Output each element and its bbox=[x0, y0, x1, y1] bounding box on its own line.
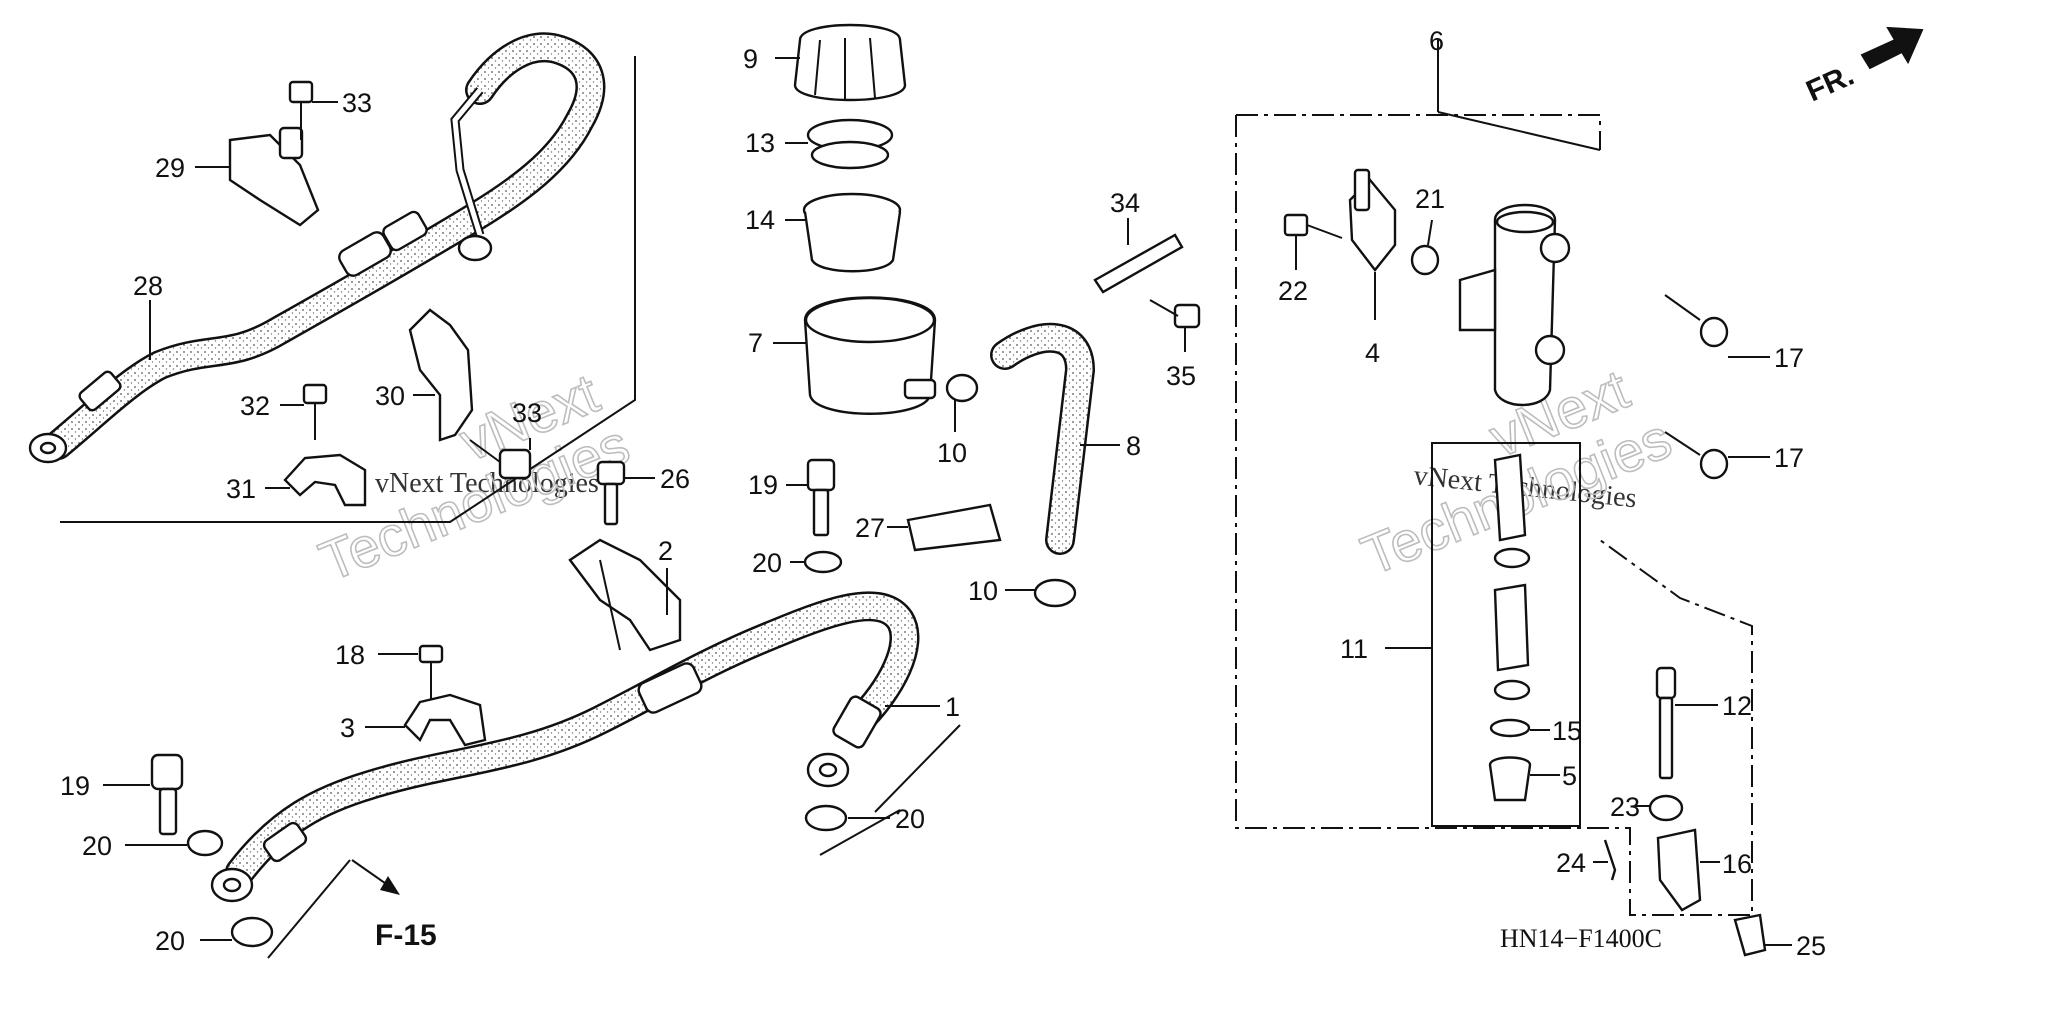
callouts: 9 13 14 7 19 20 27 10 10 8 34 35 6 bbox=[60, 26, 1826, 961]
callout-10: 10 bbox=[968, 576, 998, 606]
reservoir-hose bbox=[906, 322, 1096, 608]
front-direction-arrow: FR. bbox=[1801, 26, 1924, 109]
callout-7: 7 bbox=[748, 328, 763, 358]
callout-20: 20 bbox=[155, 926, 185, 956]
callout-23: 23 bbox=[1610, 792, 1640, 822]
callout-33: 33 bbox=[512, 398, 542, 428]
hose-clamp-3 bbox=[403, 644, 487, 747]
diagram-code: HN14−F1400C bbox=[1500, 924, 1662, 953]
callout-32: 32 bbox=[240, 391, 270, 421]
callout-35: 35 bbox=[1166, 361, 1196, 391]
callout-33: 33 bbox=[342, 88, 372, 118]
reference-arrow: F-15 bbox=[351, 859, 437, 952]
callout-31: 31 bbox=[226, 474, 256, 504]
bolt-17-upper bbox=[1664, 294, 1729, 348]
callout-5: 5 bbox=[1562, 761, 1577, 791]
reference-label: F-15 bbox=[375, 919, 437, 952]
callout-13: 13 bbox=[745, 128, 775, 158]
callout-20: 20 bbox=[82, 831, 112, 861]
plate-34 bbox=[1093, 233, 1201, 329]
reservoir-assembly bbox=[793, 23, 937, 415]
callout-4: 4 bbox=[1365, 338, 1380, 368]
callout-20: 20 bbox=[752, 548, 782, 578]
piston-kit-11 bbox=[1431, 442, 1581, 827]
callout-9: 9 bbox=[743, 44, 758, 74]
callout-30: 30 bbox=[375, 381, 405, 411]
callout-16: 16 bbox=[1722, 849, 1752, 879]
hose-clamp-2 bbox=[568, 538, 682, 652]
callout-12: 12 bbox=[1722, 691, 1752, 721]
callout-15: 15 bbox=[1552, 716, 1582, 746]
callout-28: 28 bbox=[133, 271, 163, 301]
callout-8: 8 bbox=[1126, 431, 1141, 461]
group-frame-left bbox=[60, 56, 636, 523]
brake-hose-upper bbox=[28, 32, 606, 464]
callout-14: 14 bbox=[745, 205, 775, 235]
callout-21: 21 bbox=[1415, 184, 1445, 214]
callout-34: 34 bbox=[1110, 188, 1140, 218]
callout-17: 17 bbox=[1774, 443, 1804, 473]
bolt-19-center bbox=[803, 458, 848, 832]
callout-25: 25 bbox=[1796, 931, 1826, 961]
callout-11: 11 bbox=[1340, 634, 1368, 664]
callout-6: 6 bbox=[1429, 26, 1444, 56]
callout-10: 10 bbox=[937, 438, 967, 468]
callout-19: 19 bbox=[748, 470, 778, 500]
callout-2: 2 bbox=[658, 536, 673, 566]
callout-1: 1 bbox=[945, 692, 960, 722]
master-cylinder-body bbox=[1458, 203, 1571, 407]
callout-17: 17 bbox=[1774, 343, 1804, 373]
callout-26: 26 bbox=[660, 464, 690, 494]
callout-3: 3 bbox=[340, 713, 355, 743]
hose-joint-4 bbox=[1283, 168, 1440, 276]
watermark-text: vNext Technologies bbox=[375, 468, 599, 499]
brake-hose-lower bbox=[210, 591, 920, 903]
callout-22: 22 bbox=[1278, 276, 1308, 306]
hose-clamp-29 bbox=[228, 80, 320, 227]
callout-27: 27 bbox=[855, 513, 885, 543]
callout-24: 24 bbox=[1556, 848, 1586, 878]
hose-clamp-31 bbox=[283, 383, 367, 507]
bolt-17-lower bbox=[1664, 431, 1729, 480]
callout-29: 29 bbox=[155, 153, 185, 183]
group-frame-master-cylinder bbox=[1235, 40, 1753, 916]
direction-label: FR. bbox=[1801, 59, 1859, 109]
callout-20: 20 bbox=[895, 804, 925, 834]
bolt-19-left bbox=[150, 753, 274, 948]
callout-18: 18 bbox=[335, 640, 365, 670]
push-rod-12 bbox=[1603, 666, 1767, 957]
callout-19: 19 bbox=[60, 771, 90, 801]
bolt-26 bbox=[596, 460, 626, 526]
hose-clamp-30 bbox=[408, 308, 532, 480]
